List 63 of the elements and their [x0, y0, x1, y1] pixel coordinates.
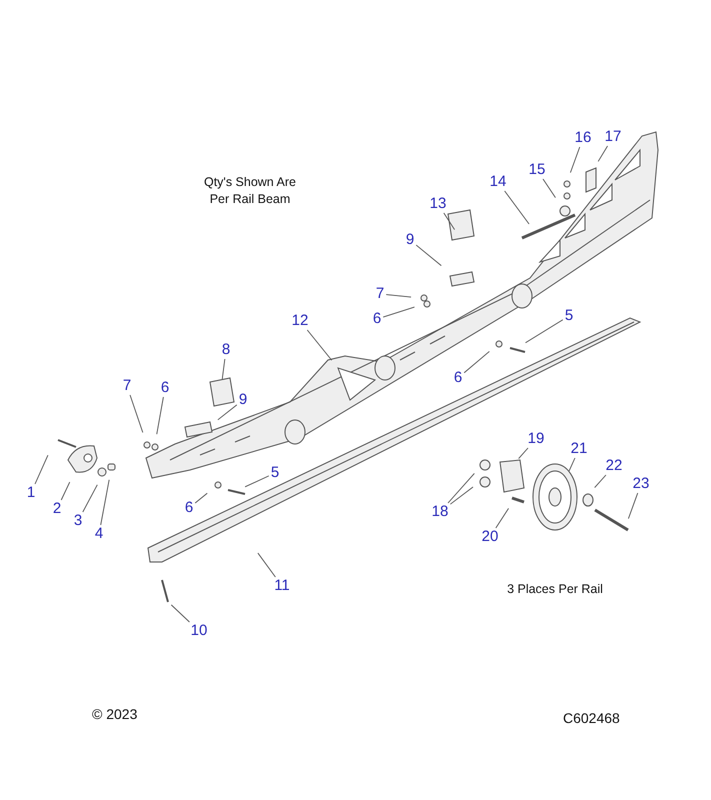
callout-number: 13 — [428, 196, 448, 212]
leader-line — [386, 294, 412, 298]
leader-line — [628, 492, 638, 520]
callout-number: 5 — [564, 308, 574, 324]
callout-number: 14 — [488, 174, 508, 190]
callout-number: 9 — [404, 232, 416, 248]
leader-line — [416, 244, 442, 266]
callout-number: 3 — [72, 513, 84, 529]
callout-number: 11 — [273, 578, 291, 594]
callout-number: 5 — [270, 465, 280, 481]
callout-number: 15 — [528, 162, 546, 178]
callout-number: 12 — [290, 313, 310, 329]
leader-line — [495, 508, 509, 528]
callout-number: 19 — [526, 431, 546, 447]
leader-line — [306, 330, 332, 361]
callout-number: 4 — [94, 526, 104, 542]
callout-number: 9 — [238, 392, 248, 408]
callout-number: 7 — [374, 286, 386, 302]
note-text: 3 Places Per Rail — [506, 581, 604, 598]
callout-number: 2 — [52, 501, 62, 517]
leader-line — [170, 604, 190, 622]
callout-number: 17 — [604, 129, 622, 145]
leader-line — [82, 484, 98, 512]
leader-line — [244, 475, 270, 488]
leader-line — [34, 454, 48, 484]
copyright-text: © 2023 — [92, 706, 138, 722]
callout-number: 1 — [26, 485, 36, 501]
leader-line — [542, 178, 556, 198]
callout-number: 18 — [430, 504, 450, 520]
leader-line — [382, 306, 415, 318]
callout-number: 6 — [184, 500, 194, 516]
callout-number: 23 — [632, 476, 650, 492]
callout-number: 16 — [574, 130, 592, 146]
callout-number: 6 — [452, 370, 464, 386]
drawing-number: C602468 — [563, 710, 620, 726]
leader-line — [594, 474, 606, 488]
callout-number: 20 — [480, 529, 500, 545]
leader-line — [100, 479, 110, 526]
leader-line — [450, 486, 474, 505]
leader-line — [598, 146, 608, 162]
callout-number: 10 — [190, 623, 208, 639]
leader-line — [443, 212, 456, 230]
callout-number: 21 — [570, 441, 588, 457]
callout-number: 8 — [220, 342, 232, 358]
leader-line — [257, 552, 276, 578]
leader-line — [448, 473, 475, 504]
leader-line — [222, 358, 226, 380]
note-text: Qty's Shown Are Per Rail Beam — [202, 174, 297, 208]
leader-line — [464, 351, 490, 374]
callout-number: 6 — [160, 380, 170, 396]
leader-line — [525, 319, 564, 344]
callout-number: 6 — [372, 311, 382, 327]
leader-line — [130, 394, 144, 433]
leader-line — [570, 146, 580, 174]
callout-number: 7 — [122, 378, 132, 394]
leader-line — [568, 458, 576, 472]
leader-line — [156, 396, 164, 435]
leader-line — [518, 448, 528, 459]
leader-line — [60, 482, 70, 500]
callout-number: 22 — [604, 458, 624, 474]
leader-line — [504, 190, 530, 224]
leader-line — [217, 404, 238, 420]
leader-line — [194, 492, 208, 504]
